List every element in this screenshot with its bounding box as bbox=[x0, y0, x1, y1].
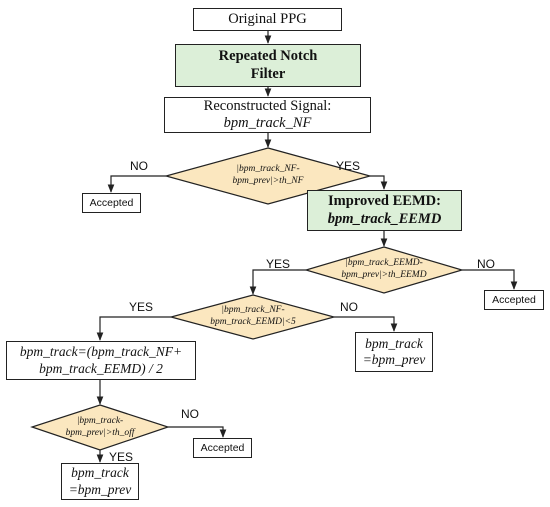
node-notch-filter-line2: Filter bbox=[250, 65, 286, 82]
node-assign-prev-1-line1: bpm_track bbox=[365, 335, 423, 351]
label-decision4-yes: YES bbox=[109, 450, 134, 464]
node-assign-prev-2-line1: bpm_track bbox=[71, 465, 129, 481]
node-accepted-2-label: Accepted bbox=[492, 293, 536, 306]
decision-2-shape bbox=[303, 246, 465, 294]
node-reconstructed-line2: bpm_track_NF bbox=[223, 115, 312, 131]
decision-4: |bpm_track- bpm_prev|>th_off bbox=[50, 414, 150, 442]
node-accepted-3: Accepted bbox=[193, 438, 252, 458]
decision-2: |bpm_track_EEMD- bpm_prev|>th_EEMD bbox=[326, 256, 442, 284]
decision-3: |bpm_track_NF- bpm_track_EEMD|<5 bbox=[193, 303, 313, 331]
node-accepted-1-label: Accepted bbox=[89, 196, 134, 209]
node-assign-prev-1-line2: =bpm_prev bbox=[362, 352, 426, 367]
node-accepted-1: Accepted bbox=[82, 193, 141, 213]
node-improved-eemd-line2: bpm_track_EEMD bbox=[327, 210, 442, 227]
arrow-decision3-yes bbox=[96, 316, 171, 341]
node-accepted-2: Accepted bbox=[484, 290, 544, 310]
node-average-line2: bpm_track_EEMD) / 2 bbox=[39, 360, 163, 376]
node-average: bpm_track=(bpm_track_NF+ bpm_track_EEMD)… bbox=[6, 341, 196, 380]
label-decision1-no: NO bbox=[130, 159, 148, 173]
arrow-decision4-no bbox=[168, 426, 227, 438]
node-average-line1: bpm_track=(bpm_track_NF+ bbox=[19, 344, 183, 360]
decision-1: |bpm_track_NF- bpm_prev|>th_NF bbox=[196, 160, 340, 192]
arrow-decision1-no bbox=[107, 175, 166, 193]
node-assign-prev-2: bpm_track =bpm_prev bbox=[61, 463, 139, 500]
arrow-decision2-yes bbox=[249, 269, 306, 295]
node-original-ppg-label: Original PPG bbox=[228, 10, 307, 27]
label-decision2-no: NO bbox=[477, 257, 495, 271]
node-original-ppg: Original PPG bbox=[193, 8, 342, 31]
arrow-decision2-no bbox=[462, 269, 518, 290]
decision-3-shape bbox=[168, 294, 337, 340]
decision-1-line1: |bpm_track_NF- bbox=[236, 164, 300, 175]
node-improved-eemd: Improved EEMD: bpm_track_EEMD bbox=[307, 190, 462, 231]
decision-4-line1: |bpm_track- bbox=[76, 416, 124, 427]
label-decision3-no: NO bbox=[340, 300, 358, 314]
node-improved-eemd-line1: Improved EEMD: bbox=[328, 193, 441, 210]
label-decision3-yes: YES bbox=[129, 300, 154, 314]
arrow-decision1-yes bbox=[370, 175, 388, 190]
label-decision4-no: NO bbox=[181, 407, 199, 421]
decision-4-line2: bpm_prev|>th_off bbox=[65, 428, 135, 438]
node-assign-prev-2-line2: =bpm_prev bbox=[68, 481, 132, 497]
node-assign-prev-1: bpm_track =bpm_prev bbox=[355, 332, 433, 372]
node-notch-filter: Repeated Notch Filter bbox=[175, 44, 361, 87]
decision-2-line1: |bpm_track_EEMD- bbox=[345, 258, 423, 269]
label-decision2-yes: YES bbox=[266, 257, 291, 271]
decision-3-line1: |bpm_track_NF- bbox=[221, 305, 285, 316]
node-accepted-3-label: Accepted bbox=[200, 441, 245, 454]
node-notch-filter-line1: Repeated Notch bbox=[218, 48, 318, 65]
decision-1-line2: bpm_prev|>th_NF bbox=[232, 176, 304, 186]
node-reconstructed-signal: Reconstructed Signal: bpm_track_NF bbox=[164, 97, 371, 133]
node-reconstructed-line1: Reconstructed Signal: bbox=[203, 97, 332, 114]
decision-3-line2: bpm_track_EEMD|<5 bbox=[210, 317, 296, 327]
label-decision1-yes: YES bbox=[336, 159, 361, 173]
decision-2-line2: bpm_prev|>th_EEMD bbox=[341, 270, 427, 280]
arrow-decision3-no bbox=[334, 316, 398, 332]
